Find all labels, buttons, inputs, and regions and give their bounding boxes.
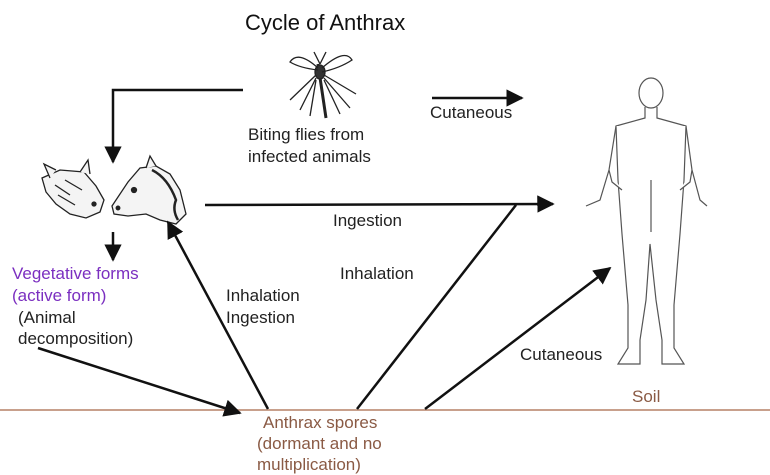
mosquito-icon — [290, 52, 356, 118]
soil-label: Soil — [632, 386, 660, 407]
flies-to-animals-arrow — [113, 90, 243, 162]
vegetative-forms-label-line2: (active form) — [12, 285, 106, 306]
ingestion-center-label: Ingestion — [333, 210, 402, 231]
anthrax-spores-label-line1: Anthrax spores — [263, 412, 377, 433]
decomposition-to-spores-arrow — [38, 348, 240, 413]
animal-decomposition-label-line2: decomposition) — [18, 328, 133, 349]
human-figure-icon — [586, 78, 707, 364]
cutaneous-top-label: Cutaneous — [430, 102, 512, 123]
inhalation-human-line — [357, 205, 516, 409]
vegetative-forms-label-line1: Vegetative forms — [12, 263, 139, 284]
cow-head-icon — [42, 160, 104, 218]
biting-flies-label-line1: Biting flies from — [248, 124, 364, 145]
cutaneous-right-arrow — [425, 268, 610, 409]
inhalation-left-label: Inhalation — [226, 285, 300, 306]
ingestion-arrow — [205, 204, 553, 205]
cutaneous-right-label: Cutaneous — [520, 344, 602, 365]
biting-flies-label-line2: infected animals — [248, 146, 371, 167]
inhalation-center-label: Inhalation — [340, 263, 414, 284]
anthrax-spores-label-line3: multiplication) — [257, 454, 361, 475]
animal-decomposition-label-line1: (Animal — [18, 307, 76, 328]
horse-head-icon — [112, 156, 186, 224]
ingestion-left-label: Ingestion — [226, 307, 295, 328]
diagram-title: Cycle of Anthrax — [245, 12, 405, 33]
anthrax-spores-label-line2: (dormant and no — [257, 433, 382, 454]
